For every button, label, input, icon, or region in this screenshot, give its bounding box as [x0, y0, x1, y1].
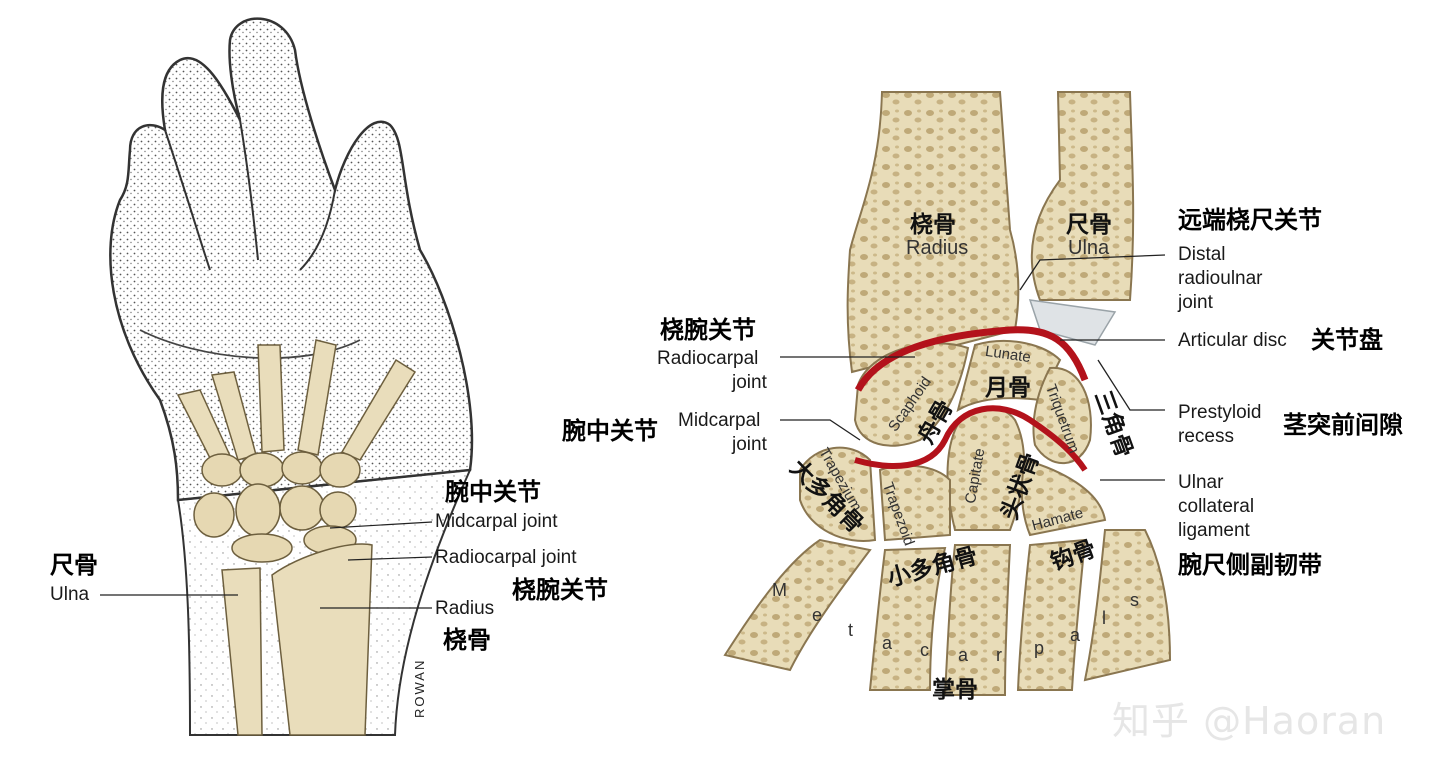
drj-en-line1: Distal	[1178, 244, 1226, 265]
left-ulna-en-label: Ulna	[50, 584, 90, 605]
drj-cn-label: 远端桡尺关节	[1178, 206, 1322, 234]
left-midcarpal-en-label: Midcarpal joint	[435, 511, 558, 532]
prestyloid-en-line1: Prestyloid	[1178, 402, 1262, 423]
radiocarpal-en-line1: Radiocarpal	[657, 348, 759, 369]
metacarpals-cn-label: 掌骨	[932, 677, 978, 703]
ucl-en-line1: Ulnar	[1178, 472, 1224, 493]
ulna-cn-label: 尺骨	[1066, 212, 1112, 238]
articular-disc	[1028, 299, 1117, 346]
metacarpals-letter: e	[812, 605, 823, 625]
articular-disc-cn-label: 关节盘	[1311, 326, 1383, 354]
metacarpals-letter: t	[848, 620, 854, 640]
metacarpals-letter: p	[1034, 638, 1045, 658]
metacarpals-letter: s	[1130, 590, 1139, 610]
metacarpals-letter: M	[772, 580, 787, 600]
midcarpal-cartilage	[854, 405, 1088, 472]
hand-outline	[109, 17, 474, 502]
left-ulna-cn-label: 尺骨	[50, 551, 98, 579]
triquetrum-bone	[1032, 366, 1092, 465]
hand-illustration	[100, 17, 474, 736]
articular-disc-en-label: Articular disc	[1178, 330, 1287, 351]
ulna-bone	[1030, 91, 1135, 301]
metacarpals-letter: a	[882, 633, 893, 653]
ucl-en-line2: collateral	[1178, 496, 1255, 517]
left-radiocarpal-cn-label: 桡腕关节	[512, 576, 608, 604]
metacarpals-letter: r	[996, 645, 1002, 665]
metacarpals-letter: a	[1070, 625, 1081, 645]
lunate-cn-label: 月骨	[985, 375, 1031, 401]
ucl-cn-label: 腕尺侧副韧带	[1178, 551, 1322, 579]
metacarpals-letter: l	[1102, 608, 1106, 628]
radiocarpal-cn-label: 桡腕关节	[660, 316, 756, 344]
left-radius-bone	[271, 543, 373, 736]
drj-en-line2: radioulnar	[1178, 268, 1263, 289]
metacarpal-bones	[723, 529, 1172, 696]
hamate-bone	[1020, 458, 1107, 537]
ucl-en-line3: ligament	[1178, 520, 1250, 541]
midcarpal-cn-label: 腕中关节	[562, 417, 658, 445]
radiocarpal-cartilage	[854, 326, 1089, 392]
metacarpals-letter: a	[958, 645, 969, 665]
prestyloid-cn-label: 茎突前间隙	[1283, 411, 1403, 439]
radius-bone	[846, 91, 1020, 374]
radiocarpal-en-line2: joint	[732, 372, 767, 393]
artist-signature: ROWAN	[412, 658, 427, 718]
left-midcarpal-cn-label: 腕中关节	[445, 478, 541, 506]
left-metacarpals	[176, 339, 417, 469]
midcarpal-en-line1: Midcarpal	[678, 410, 761, 431]
midcarpal-en-line2: joint	[732, 434, 767, 455]
left-radius-en-label: Radius	[435, 598, 495, 619]
left-radius-cn-label: 桡骨	[443, 626, 491, 654]
trapezium-bone	[799, 446, 877, 542]
left-ulna-bone	[221, 567, 263, 736]
prestyloid-en-line2: recess	[1178, 426, 1234, 447]
watermark: 知乎 @Haoran	[1112, 699, 1387, 743]
left-radiocarpal-en-label: Radiocarpal joint	[435, 547, 577, 568]
ulna-en-label: Ulna	[1068, 237, 1110, 259]
radius-cn-label: 桡骨	[910, 212, 956, 238]
wrist-section-illustration	[723, 91, 1172, 696]
drj-en-line3: joint	[1178, 292, 1213, 313]
left-carpals	[193, 451, 361, 563]
metacarpals-letter: c	[920, 640, 929, 660]
radius-en-label: Radius	[906, 237, 969, 259]
